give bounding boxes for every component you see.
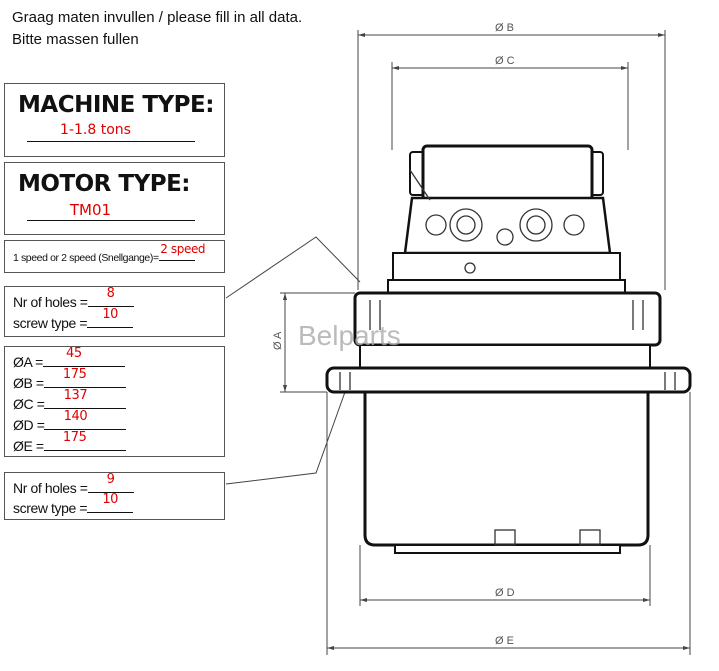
underline: [27, 141, 195, 142]
dim-row-e: ØE =175: [13, 430, 126, 454]
screw-field[interactable]: 10: [87, 492, 134, 513]
dim-row-b: ØB =175: [13, 367, 126, 391]
dim-a-label: ØA =: [13, 354, 43, 370]
dim-row-c: ØC =137: [13, 388, 127, 412]
dim-b-field[interactable]: 175: [43, 367, 126, 388]
holes-field[interactable]: 8: [87, 286, 134, 307]
holes-label: Nr of holes =: [13, 294, 88, 310]
holes-field[interactable]: 9: [87, 472, 134, 493]
instruction-line-1: Graag maten invullen / please fill in al…: [12, 9, 303, 26]
dim-b-label: ØB =: [13, 375, 44, 391]
screw-label: screw type =: [13, 500, 88, 516]
speed-label: 1 speed or 2 speed (Snellgange)=: [13, 252, 159, 264]
screw-top-row: screw type =10: [13, 307, 134, 331]
dim-e-label: ØE =: [13, 438, 44, 454]
holes-bottom-box: Nr of holes =9 screw type =10: [4, 472, 225, 520]
dim-e-field[interactable]: 175: [43, 430, 126, 451]
dim-row-d: ØD =140: [13, 409, 127, 433]
dim-row-a: ØA =45: [13, 346, 125, 370]
dim-d-label: ØD =: [13, 417, 45, 433]
underline: [27, 220, 195, 221]
machine-type-value[interactable]: 1-1.8 tons: [60, 122, 131, 138]
dimensions-box: ØA =45 ØB =175 ØC =137 ØD =140 ØE =175: [4, 346, 225, 457]
leader-line-bottom: [225, 391, 346, 485]
speed-row: 1 speed or 2 speed (Snellgange)=2 speed: [13, 242, 206, 264]
dim-a-field[interactable]: 45: [42, 346, 125, 367]
motor-type-box: MOTOR TYPE: TM01: [4, 162, 225, 235]
dim-label-d: Ø D: [495, 587, 515, 599]
dim-label-b: Ø B: [495, 22, 514, 34]
dim-c-label: ØC =: [13, 396, 45, 412]
screw-field[interactable]: 10: [87, 307, 134, 328]
dim-label-e: Ø E: [495, 635, 514, 647]
speed-field[interactable]: 2 speed: [158, 242, 206, 261]
instruction-line-2: Bitte massen fullen: [12, 31, 139, 48]
screw-label: screw type =: [13, 315, 88, 331]
watermark: Belparts: [298, 320, 401, 351]
machine-type-label: MACHINE TYPE:: [18, 92, 214, 118]
dim-label-c: Ø C: [495, 55, 515, 67]
dim-label-a: Ø A: [272, 331, 284, 350]
machine-type-box: MACHINE TYPE: 1-1.8 tons: [4, 83, 225, 157]
dim-c-field[interactable]: 137: [44, 388, 127, 409]
speed-box: 1 speed or 2 speed (Snellgange)=2 speed: [4, 240, 225, 273]
screw-bottom-row: screw type =10: [13, 492, 134, 516]
holes-label: Nr of holes =: [13, 480, 88, 496]
holes-bottom-row: Nr of holes =9: [13, 472, 134, 496]
leader-line-top: [225, 236, 361, 299]
holes-top-box: Nr of holes =8 screw type =10: [4, 286, 225, 337]
motor-body: [325, 144, 692, 554]
holes-top-row: Nr of holes =8: [13, 286, 134, 310]
motor-type-label: MOTOR TYPE:: [18, 171, 191, 197]
dim-d-field[interactable]: 140: [44, 409, 127, 430]
motor-type-value[interactable]: TM01: [69, 201, 112, 219]
